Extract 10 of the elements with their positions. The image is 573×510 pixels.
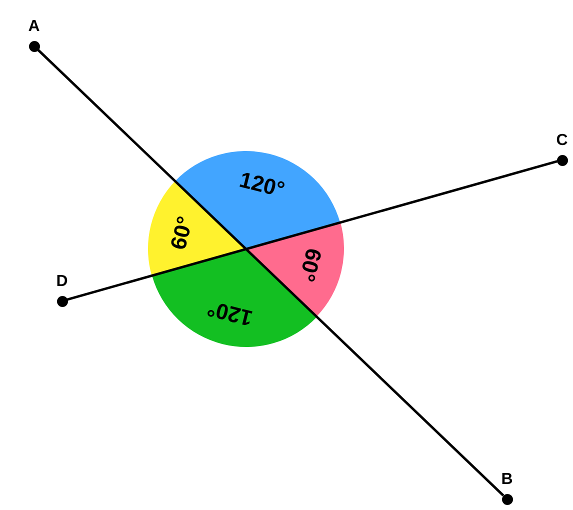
angle-label: 60°: [167, 214, 197, 252]
angle-label: 120°: [237, 168, 287, 202]
line: [36, 48, 504, 496]
angle-label: 120°: [205, 296, 255, 330]
point-label: D: [56, 272, 68, 292]
point-label: C: [556, 131, 568, 151]
point-label: A: [28, 17, 40, 37]
point-label: B: [501, 470, 513, 490]
line: [66, 160, 558, 301]
angle-label: 60°: [295, 246, 325, 284]
